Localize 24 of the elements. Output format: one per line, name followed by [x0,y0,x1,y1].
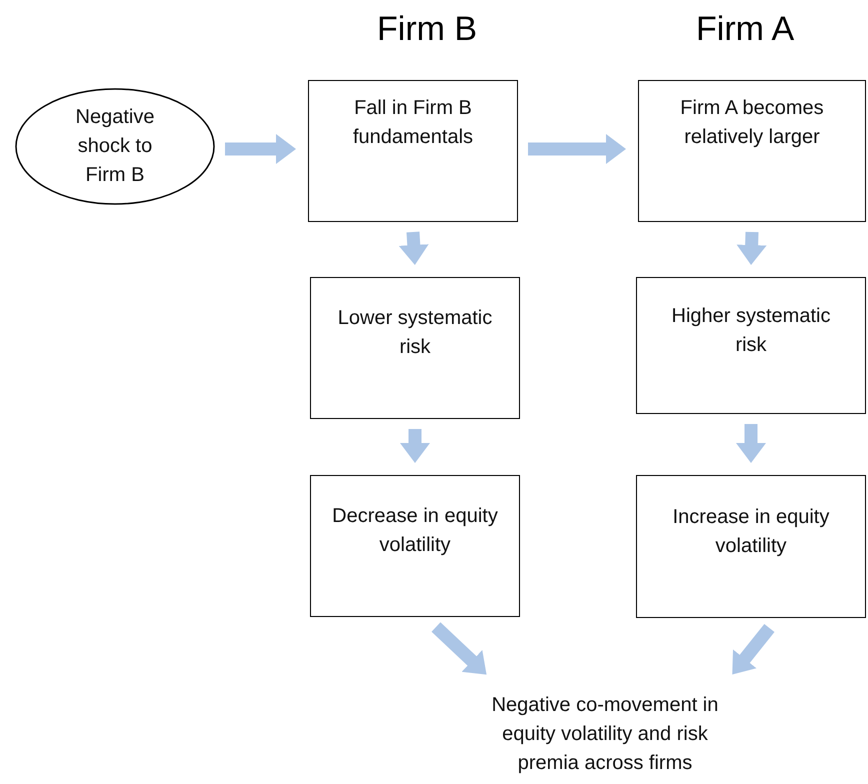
node-text: Lower systematic risk [336,306,494,360]
column-heading: Firm A [696,10,794,49]
node-text: Negative co-movement in equity volatility and risk premia across firms [490,692,720,776]
node-text: Decrease in equity volatility [331,504,499,558]
column-heading: Firm B [377,10,478,49]
process-box [310,277,520,419]
node-text: Higher systematic risk [670,304,832,358]
node-text: Increase in equity volatility [672,504,830,558]
node-text: Fall in Firm B fundamentals [352,96,474,150]
process-box [308,80,518,222]
process-box [310,475,520,617]
block-arrow [736,232,767,265]
node-text: Negative shock to Firm B [74,105,156,188]
process-box [638,80,866,222]
block-arrow [736,424,766,463]
block-arrow [400,429,430,463]
block-arrow [225,134,296,164]
process-box [636,277,866,414]
block-arrow [528,134,626,164]
node-text: Firm A becomes relatively larger [679,96,825,150]
block-arrow [732,624,774,674]
block-arrow [432,622,487,675]
block-arrow [398,232,429,265]
process-box [636,475,866,618]
